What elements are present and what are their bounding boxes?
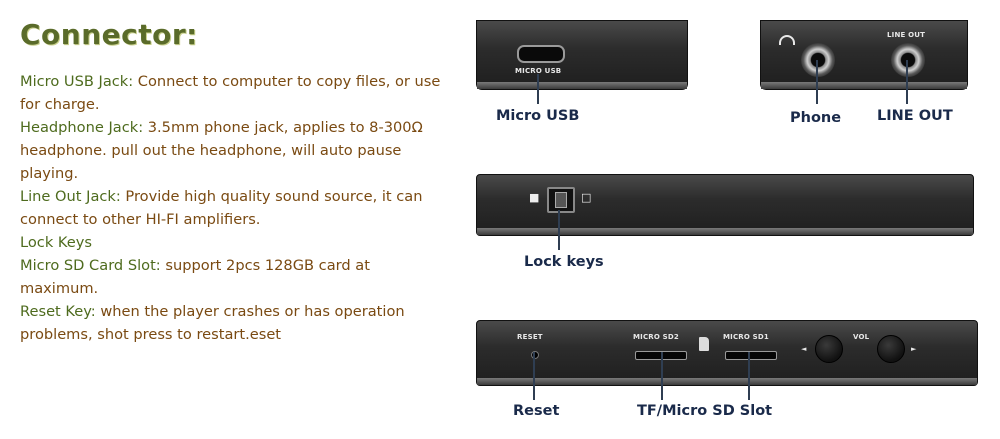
callout-line-sd2 (661, 352, 663, 400)
vol-up-icon: ► (911, 345, 917, 353)
desc-key: Micro SD Card Slot: (20, 257, 161, 274)
device-side-lock: ■ □ (476, 174, 974, 236)
line-out-label: LINE OUT (887, 31, 926, 39)
desc-line-out: Line Out Jack: Provide high quality soun… (20, 185, 450, 231)
callout-reset: Reset (513, 403, 560, 419)
micro-usb-label: MICRO USB (515, 67, 562, 75)
callout-phone: Phone (790, 110, 842, 126)
reset-label: RESET (517, 333, 543, 341)
device-rim (477, 378, 977, 385)
vol-down-button[interactable] (815, 335, 843, 363)
vol-down-icon: ◄ (801, 345, 807, 353)
desc-lock-keys: Lock Keys (20, 231, 450, 254)
unlock-icon: □ (581, 191, 592, 204)
micro-usb-port (517, 45, 565, 63)
callout-line-phone (816, 60, 818, 104)
desc-key: Reset Key: (20, 303, 96, 320)
description-list: Micro USB Jack: Connect to computer to c… (20, 70, 450, 346)
device-rim (477, 228, 973, 235)
callout-line-usb (537, 74, 539, 104)
device-rim (477, 82, 687, 89)
sd-card-icon (699, 337, 709, 351)
desc-key: Line Out Jack: (20, 188, 121, 205)
desc-key: Headphone Jack: (20, 119, 144, 136)
callout-lock-keys: Lock keys (524, 254, 604, 270)
micro-sd1-label: MICRO SD1 (723, 333, 770, 341)
callout-line-lineout (906, 60, 908, 104)
vol-up-button[interactable] (877, 335, 905, 363)
device-rim (761, 82, 967, 89)
callout-line-lock (558, 210, 560, 250)
desc-text: when the player crashes or has operation… (20, 303, 405, 343)
micro-sd2-label: MICRO SD2 (633, 333, 680, 341)
desc-reset: Reset Key: when the player crashes or ha… (20, 300, 450, 346)
desc-text: 3.5mm phone jack, applies to 8-300Ω head… (20, 119, 423, 182)
desc-key: Lock Keys (20, 234, 92, 251)
desc-micro-usb: Micro USB Jack: Connect to computer to c… (20, 70, 450, 116)
desc-key: Micro USB Jack: (20, 73, 134, 90)
vol-label: VOL (853, 333, 870, 341)
lock-switch[interactable] (547, 187, 575, 213)
desc-micro-sd: Micro SD Card Slot: support 2pcs 128GB c… (20, 254, 450, 300)
callout-micro-usb: Micro USB (496, 108, 580, 124)
desc-text: support 2pcs 128GB card at maximum. (20, 257, 370, 297)
device-top-usb: MICRO USB (476, 20, 688, 90)
desc-text: Connect to computer to copy files, or us… (20, 73, 441, 113)
device-top-audio: LINE OUT (760, 20, 968, 90)
line-out-jack (891, 43, 925, 77)
desc-headphone: Headphone Jack: 3.5mm phone jack, applie… (20, 116, 450, 185)
callout-sd-slot: TF/Micro SD Slot (637, 403, 773, 419)
callout-line-reset (533, 352, 535, 400)
callout-line-out: LINE OUT (877, 108, 953, 124)
phone-jack (801, 43, 835, 77)
device-bottom: RESET MICRO SD2 MICRO SD1 ◄ VOL ► (476, 320, 978, 386)
callout-line-sd1 (748, 352, 750, 400)
desc-text: Provide high quality sound source, it ca… (20, 188, 423, 228)
micro-sd1-slot[interactable] (725, 351, 777, 360)
lock-icon: ■ (529, 191, 540, 204)
page-title: Connector: (20, 18, 198, 51)
headphone-icon (779, 35, 795, 45)
reset-hole[interactable] (531, 351, 539, 359)
